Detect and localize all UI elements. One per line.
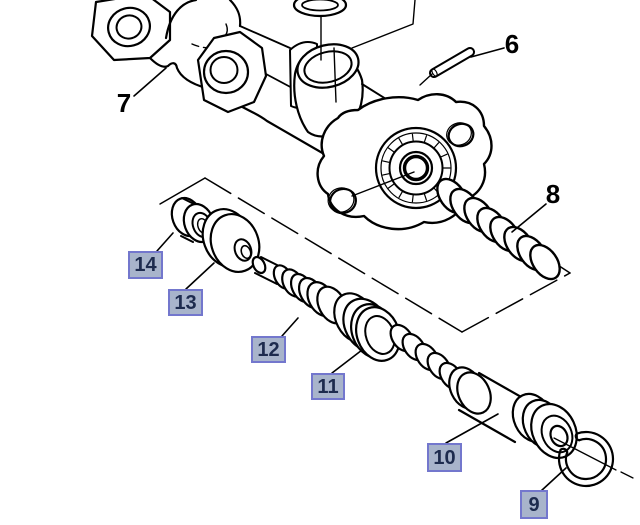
snap-ring: [557, 430, 615, 488]
leader-line-11: [331, 349, 363, 374]
leader-line-7: [133, 67, 167, 97]
leader-line-13: [185, 262, 215, 290]
mounting-ear-left: [90, 0, 172, 62]
callout-14[interactable]: 14: [128, 251, 163, 279]
o-ring-seal: [292, 0, 348, 61]
flange-bolt-hole-lower: [329, 187, 357, 215]
return-spring-large: [436, 177, 561, 281]
leader-line-12: [281, 317, 299, 337]
callout-7: 7: [116, 88, 132, 118]
body-silhouette: [148, 56, 340, 164]
leader-line-14: [156, 232, 174, 252]
reference-bracket-line: [333, 0, 416, 103]
mounting-boss-center: [196, 30, 297, 114]
washer: [201, 208, 261, 273]
callout-10[interactable]: 10: [427, 443, 462, 472]
leader-line-8: [511, 203, 547, 233]
callout-12[interactable]: 12: [251, 336, 286, 363]
leader-line-9: [540, 467, 567, 492]
leader-line-6: [470, 47, 505, 58]
threaded-bore: [351, 126, 458, 210]
retaining-pin: [419, 47, 475, 86]
callout-11[interactable]: 11: [311, 373, 345, 400]
seal-ring: [350, 303, 401, 362]
flange-bolt-hole-upper: [447, 122, 475, 148]
master-cylinder-body: [90, 0, 493, 231]
secondary-piston-spring: [389, 323, 477, 400]
callout-6: 6: [504, 29, 520, 59]
leader-line-10: [445, 413, 499, 444]
leader-lines: [133, 47, 567, 492]
callout-9[interactable]: 9: [520, 490, 548, 519]
callout-8: 8: [545, 179, 561, 209]
callout-13[interactable]: 13: [168, 289, 203, 316]
